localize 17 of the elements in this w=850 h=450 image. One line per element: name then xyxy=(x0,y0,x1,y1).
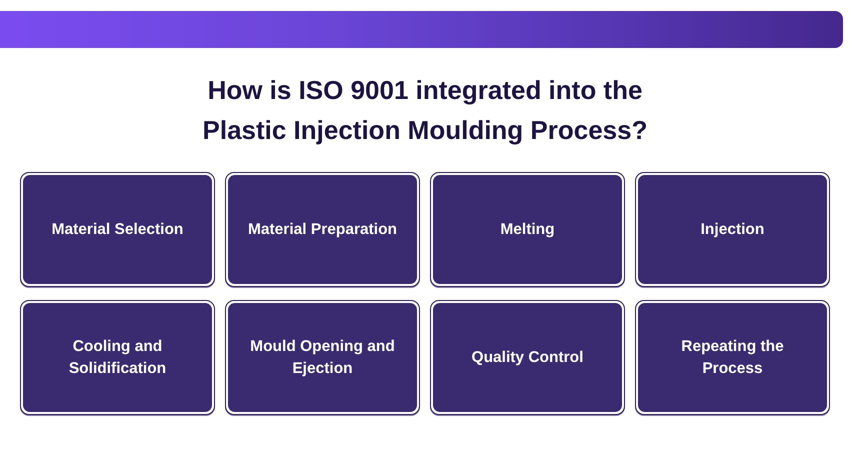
process-card xyxy=(635,300,830,415)
card-label: Quality Control xyxy=(470,348,584,368)
card-label: Cooling and Solidification xyxy=(68,336,168,378)
card-label: Injection xyxy=(700,220,766,240)
card-label: Repeating the Process xyxy=(680,336,785,378)
process-card xyxy=(430,300,625,415)
title: How is ISO 9001 integrated into the Plastic Injection Moulding Process? xyxy=(202,74,648,147)
process-card xyxy=(225,300,420,415)
card-label: Mould Opening and Ejection xyxy=(249,336,396,378)
card-label: Material Preparation xyxy=(246,220,398,240)
process-card xyxy=(635,172,830,287)
process-card xyxy=(20,300,215,415)
process-card xyxy=(430,172,625,287)
process-card xyxy=(20,172,215,287)
card-label: Material Selection xyxy=(50,220,184,240)
process-card xyxy=(225,172,420,287)
card-label: Melting xyxy=(499,220,556,240)
